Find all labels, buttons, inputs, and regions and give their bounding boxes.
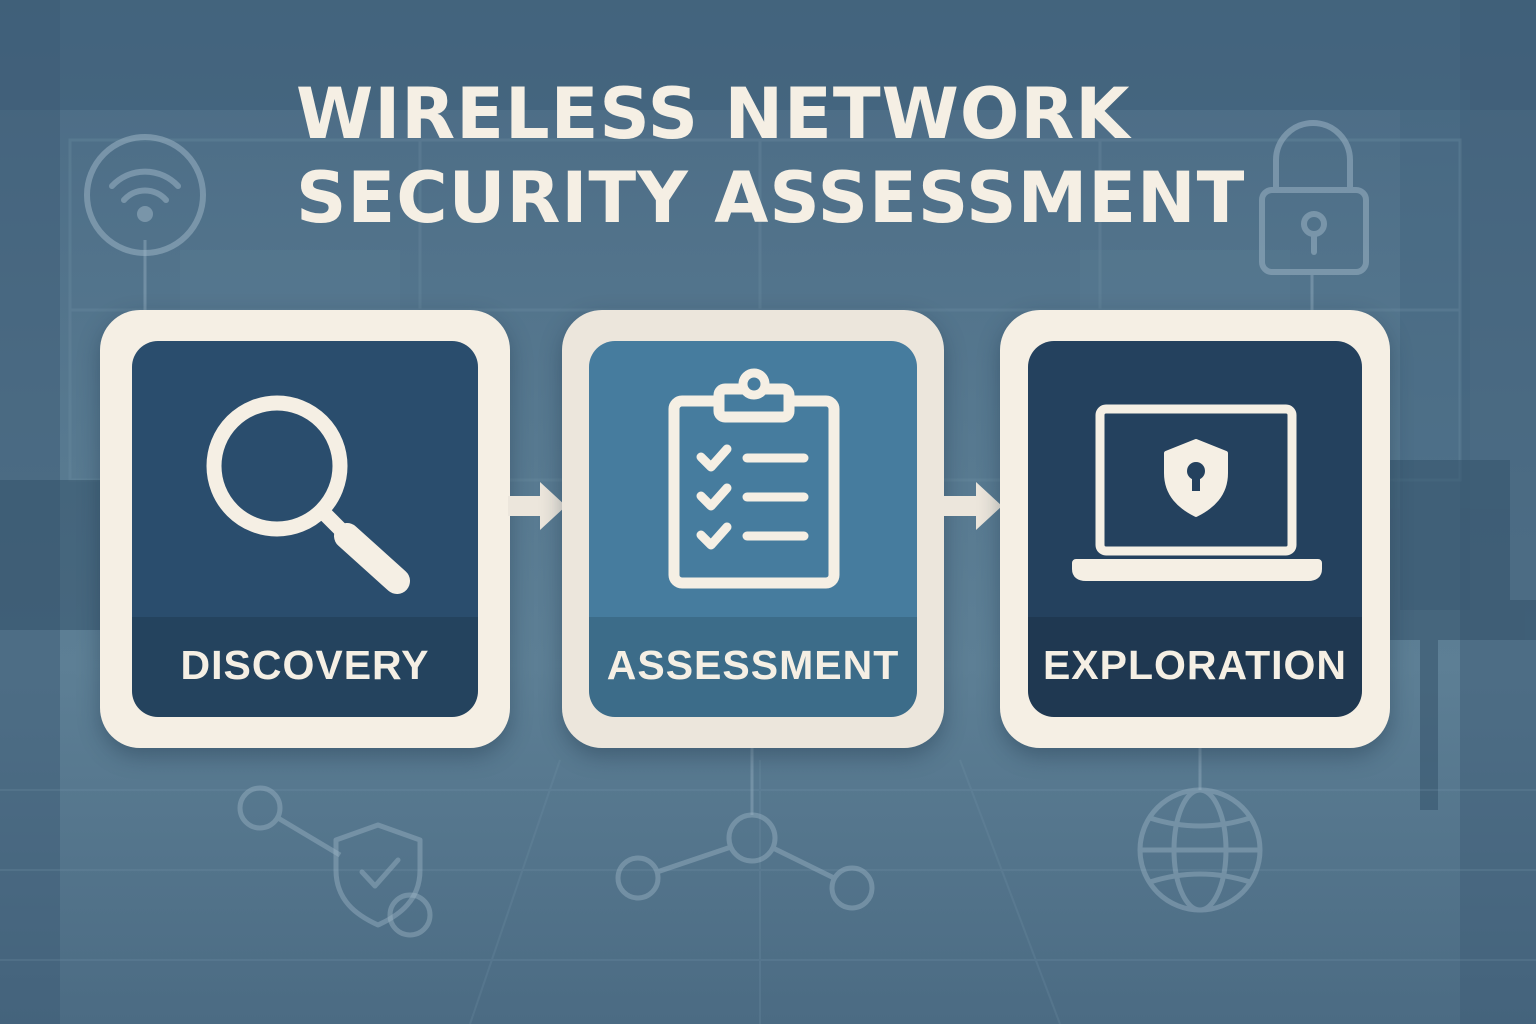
step-card-assessment: ASSESSMENT bbox=[562, 310, 944, 748]
step-panel-discovery: DISCOVERY bbox=[132, 341, 478, 717]
magnifying-glass-icon bbox=[206, 395, 410, 594]
wifi-icon bbox=[84, 134, 206, 256]
clipboard-checklist-icon bbox=[668, 368, 840, 589]
padlock-icon bbox=[1259, 120, 1369, 275]
title-line-1: WIRELESS NETWORK bbox=[296, 73, 1131, 155]
step-card-exploration: EXPLORATION bbox=[1000, 310, 1390, 748]
laptop-shield-icon bbox=[1072, 404, 1322, 581]
title-line-2: SECURITY ASSESSMENT bbox=[296, 157, 1246, 239]
step-label-discovery: DISCOVERY bbox=[180, 642, 430, 688]
shield-check-icon bbox=[333, 822, 423, 928]
network-nodes-icon bbox=[615, 812, 875, 911]
step-label-assessment: ASSESSMENT bbox=[606, 642, 900, 688]
step-panel-exploration: EXPLORATION bbox=[1028, 341, 1362, 717]
step-card-discovery: DISCOVERY bbox=[100, 310, 510, 748]
step-label-exploration: EXPLORATION bbox=[1042, 642, 1348, 688]
network-nodes-icon bbox=[237, 785, 433, 938]
step-panel-assessment: ASSESSMENT bbox=[589, 341, 917, 717]
diagram-title: WIRELESS NETWORK SECURITY ASSESSMENT bbox=[296, 72, 1276, 240]
label-band bbox=[589, 617, 917, 717]
arrow-right-icon bbox=[508, 482, 566, 530]
arrow-right-icon bbox=[940, 482, 1002, 530]
label-band bbox=[1028, 617, 1362, 717]
label-band bbox=[132, 617, 478, 717]
globe-icon bbox=[1137, 787, 1263, 913]
